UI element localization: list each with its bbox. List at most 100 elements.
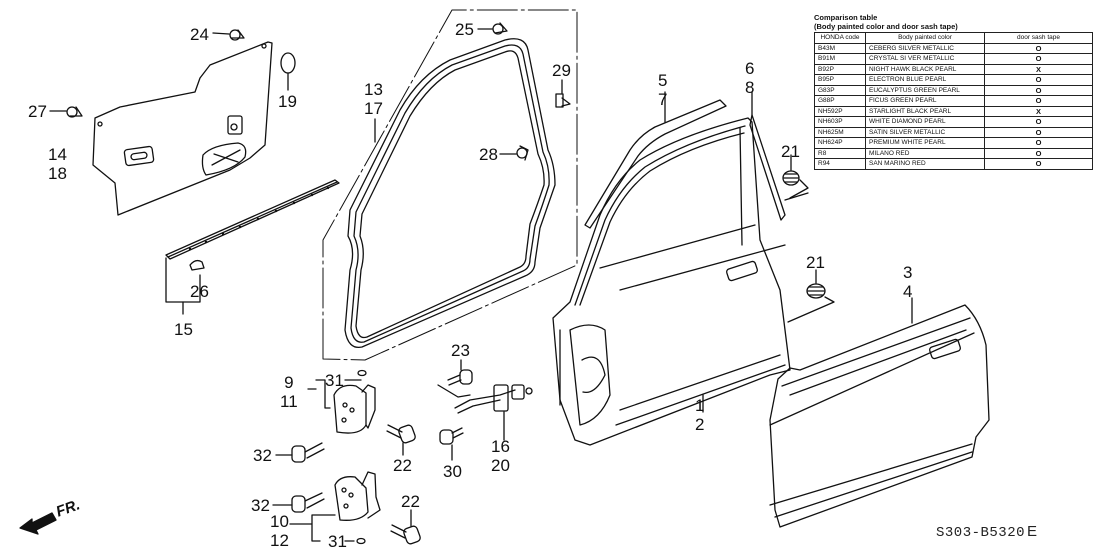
body-color-cell: WHITE DIAMOND PEARL (865, 116, 985, 128)
bolt-32-upper-icon (275, 442, 325, 463)
callout-21-upper: 21 (781, 142, 800, 161)
body-color-cell: SATIN SILVER METALLIC (865, 126, 985, 138)
honda-code-cell: NH624P (814, 137, 866, 149)
callout-30: 30 (443, 462, 462, 481)
body-color-cell: NIGHT HAWK BLACK PEARL (865, 63, 985, 75)
door-sash-tape (749, 91, 809, 221)
clip-28-icon (499, 145, 529, 161)
body-color-cell: MILANO RED (865, 147, 985, 159)
upper-door-hinge (307, 369, 376, 434)
clip-24-icon (212, 29, 245, 41)
callout-32-lower: 32 (251, 496, 270, 515)
plug-21-upper-icon (782, 154, 809, 199)
callout-31-upper: 31 (325, 371, 344, 390)
sash-tape-cell: O (984, 137, 1093, 149)
bolt-22-upper-icon (386, 424, 416, 456)
honda-code-cell: R94 (814, 158, 866, 170)
honda-code-cell: R8 (814, 147, 866, 159)
body-color-cell: FICUS GREEN PEARL (865, 95, 985, 107)
sash-molding (584, 91, 727, 229)
clip-29-icon (555, 79, 571, 108)
honda-code-cell: B92P (814, 63, 866, 75)
bolt-30-icon (439, 427, 464, 461)
callout-23: 23 (451, 341, 470, 360)
drawing-number: S303-B5320 (936, 525, 1026, 541)
callout-15: 15 (174, 320, 193, 339)
body-color-cell: ELECTRON BLUE PEARL (865, 74, 985, 86)
honda-code-cell: B95P (814, 74, 866, 86)
lower-door-hinge (289, 471, 381, 545)
door-checker (454, 384, 533, 441)
body-color-cell: CEBERG SILVER METALLIC (865, 42, 985, 54)
callout-25: 25 (455, 20, 474, 39)
callout-22-upper: 22 (393, 456, 412, 475)
sash-tape-cell: O (984, 95, 1093, 107)
sash-tape-cell: X (984, 105, 1093, 117)
sash-tape-cell: O (984, 158, 1093, 170)
bolt-22-lower-icon (390, 509, 421, 545)
table-header-row: HONDA code Body painted color door sash … (814, 32, 1093, 44)
honda-code-cell: B43M (814, 42, 866, 54)
header-body-color: Body painted color (865, 32, 985, 44)
header-sash-tape: door sash tape (984, 32, 1093, 44)
sash-tape-cell: X (984, 63, 1093, 75)
sash-tape-cell: O (984, 84, 1093, 96)
clip-27-icon (49, 106, 83, 118)
door-shell (552, 117, 791, 446)
door-plastic-cover (92, 41, 273, 216)
callout-26: 26 (190, 282, 209, 301)
honda-code-cell: G88P (814, 95, 866, 107)
grommet-19-icon (280, 52, 296, 91)
callout-32-upper: 32 (253, 446, 272, 465)
body-color-cell: STARLIGHT BLACK PEARL (865, 105, 985, 117)
callout-21-lower: 21 (806, 253, 825, 272)
comparison-table-subtitle: (Body painted color and door sash tape) (814, 22, 958, 31)
callout-27: 27 (28, 102, 47, 121)
bolt-32-lower-icon (272, 492, 325, 513)
callout-19: 19 (278, 92, 297, 111)
body-color-cell: EUCALYPTUS GREEN PEARL (865, 84, 985, 96)
door-weatherstrip (322, 9, 578, 361)
comparison-table: Comparison table (Body painted color and… (814, 13, 1093, 170)
sash-tape-cell: O (984, 74, 1093, 86)
door-outer-panel (769, 297, 990, 528)
plug-21-lower-icon (787, 269, 835, 323)
honda-code-cell: NH625M (814, 126, 866, 138)
clip-25-icon (477, 22, 508, 35)
sash-tape-cell: O (984, 126, 1093, 138)
sash-tape-cell: O (984, 116, 1093, 128)
sill-weatherstrip (165, 179, 340, 315)
callout-29: 29 (552, 61, 571, 80)
bolt-23-icon (437, 359, 473, 398)
drawing-revision: E (1027, 523, 1038, 540)
body-color-cell: CRYSTAL SI VER METALLIC (865, 53, 985, 65)
color-comparison-grid: HONDA code Body painted color door sash … (814, 32, 1093, 170)
callout-24: 24 (190, 25, 209, 44)
body-color-cell: SAN MARINO RED (865, 158, 985, 170)
honda-code-cell: NH592P (814, 105, 866, 117)
sash-tape-cell: O (984, 147, 1093, 159)
honda-code-cell: B91M (814, 53, 866, 65)
comparison-table-title: Comparison table (814, 13, 878, 22)
